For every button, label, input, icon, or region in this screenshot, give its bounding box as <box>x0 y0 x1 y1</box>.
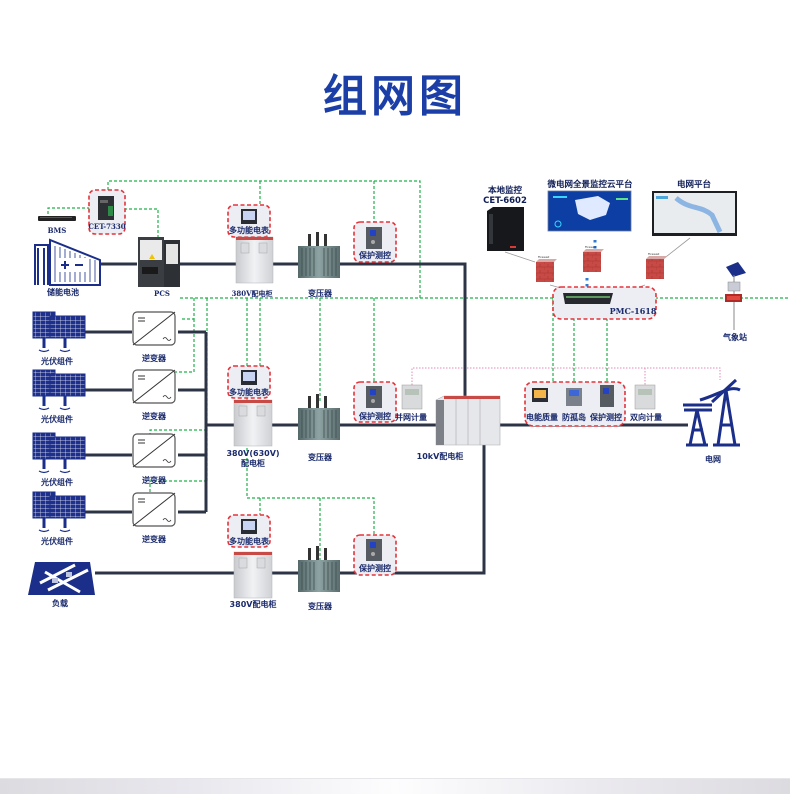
protection-relay-icon-hv[interactable] <box>600 385 614 407</box>
inverters <box>132 311 176 527</box>
protection-label-hv: 保护测控 <box>590 413 622 422</box>
bidirectional-meter-icon[interactable] <box>634 384 656 410</box>
cloud-platform-screen[interactable] <box>547 190 632 232</box>
inverter-icon-1[interactable] <box>132 311 176 346</box>
grid-meter-icon[interactable] <box>401 384 423 410</box>
pcs-label: PCS <box>154 289 170 298</box>
page-title: 组网图 <box>323 71 467 122</box>
firewall-icon-2[interactable]: Firewall <box>583 245 604 272</box>
local-monitor-pc-icon[interactable] <box>487 207 524 251</box>
inverter-label-1: 逆变器 <box>142 354 166 363</box>
power-quality-label: 电能质量 <box>526 413 558 422</box>
pv-module-label-4: 光伏组件 <box>41 537 73 546</box>
battery-label: 储能电池 <box>47 288 79 297</box>
pv-module-icon-2[interactable] <box>32 369 86 411</box>
inverter-label-4: 逆变器 <box>142 535 166 544</box>
pv-module-label-2: 光伏组件 <box>41 415 73 424</box>
weather-station-icon[interactable] <box>725 262 746 330</box>
transformer-label-1: 变压器 <box>308 289 332 298</box>
transformer-icon-1[interactable] <box>298 232 340 278</box>
cabinet-380v-label-2: 380V配电柜 <box>229 600 277 609</box>
load-label: 负载 <box>52 599 68 608</box>
cloud-platform-label: 微电网全景监控云平台 <box>547 180 633 190</box>
pv-module-icon-1[interactable] <box>32 311 86 353</box>
cabinet-630v-label-line1: 380V(630V) <box>226 449 280 458</box>
local-monitor-model: CET-6602 <box>483 196 527 206</box>
multi-meter-icon-3[interactable] <box>241 519 257 534</box>
grid-label: 电网 <box>705 455 721 464</box>
grid-meter-label: 并网计量 <box>395 413 427 422</box>
pv-module-label-3: 光伏组件 <box>41 478 73 487</box>
transformer-label-2: 变压器 <box>308 453 332 462</box>
gateway-pmc1618-icon[interactable] <box>563 293 613 304</box>
transformer-icon-3[interactable] <box>298 546 340 592</box>
cabinet-380v-icon-2[interactable] <box>233 551 273 599</box>
power-quality-icon[interactable] <box>532 388 548 402</box>
pv-module-icon-3[interactable] <box>32 432 86 474</box>
protection-relay-icon-3[interactable] <box>366 539 382 561</box>
transformer-label-3: 变压器 <box>308 602 332 611</box>
pv-modules <box>32 311 86 533</box>
inverter-icon-2[interactable] <box>132 369 176 404</box>
cabinet-380v-630v-icon[interactable] <box>233 399 273 447</box>
inverter-label-2: 逆变器 <box>142 412 166 421</box>
gateway-label: PMC-1618 <box>609 306 657 316</box>
firewall-label-3: Firewall <box>648 252 659 256</box>
multi-meter-label-3: 多功能电表 <box>229 537 269 546</box>
multi-meter-label-1: 多功能电表 <box>229 226 269 235</box>
bidirectional-meter-label: 双向计量 <box>630 413 662 422</box>
cet7330-device-icon[interactable] <box>98 196 114 220</box>
local-monitor-label: 本地监控 CET-6602 <box>483 186 527 206</box>
firewall-icon-1[interactable]: Firewall <box>536 255 557 282</box>
cloud-link <box>585 240 597 292</box>
firewall-icon-3[interactable]: Firewall <box>646 252 667 279</box>
multi-meter-icon-1[interactable] <box>241 209 257 224</box>
bms-label: BMS <box>47 226 67 235</box>
inverter-icon-4[interactable] <box>132 492 176 527</box>
cabinet-10kv-label: 10kV配电柜 <box>416 452 464 461</box>
protection-relay-icon-2[interactable] <box>366 386 382 408</box>
cet7330-label: CET-7330 <box>88 222 126 231</box>
bms-device-icon[interactable] <box>38 216 76 221</box>
metering-lines <box>411 367 721 385</box>
firewall-label-1: Firewall <box>538 255 549 259</box>
pv-module-icon-4[interactable] <box>32 491 86 533</box>
battery-icon[interactable] <box>34 238 101 286</box>
local-monitor-title: 本地监控 <box>487 186 522 196</box>
pv-module-label-1: 光伏组件 <box>41 357 73 366</box>
protection-relay-icon-1[interactable] <box>366 227 382 249</box>
anti-islanding-label: 防孤岛 <box>562 413 586 422</box>
cabinet-630v-label-line2: 配电柜 <box>241 459 265 468</box>
grid-platform-screen[interactable] <box>652 191 737 236</box>
multi-meter-label-2: 多功能电表 <box>229 388 269 397</box>
inverter-icon-3[interactable] <box>132 433 176 468</box>
load-icon[interactable] <box>28 562 95 595</box>
cabinet-630v-label: 380V(630V) 配电柜 <box>226 449 279 469</box>
transformer-icon-2[interactable] <box>298 394 340 440</box>
cabinet-10kv-icon[interactable] <box>435 395 501 446</box>
grid-platform-label: 电网平台 <box>676 180 712 190</box>
anti-islanding-icon[interactable] <box>566 388 582 406</box>
cabinet-380v-icon-1[interactable] <box>235 236 274 284</box>
comm-network-lines <box>47 180 790 560</box>
footer-bar <box>0 778 790 794</box>
protection-label-3: 保护测控 <box>359 564 391 573</box>
pcs-cabinet-icon[interactable] <box>138 237 180 287</box>
inverter-label-3: 逆变器 <box>142 476 166 485</box>
protection-label-2: 保护测控 <box>359 412 391 421</box>
firewall-label-2: Firewall <box>585 245 596 249</box>
multi-meter-icon-2[interactable] <box>241 370 257 385</box>
weather-station-label: 气象站 <box>723 333 747 342</box>
grid-tower-icon[interactable] <box>683 378 741 447</box>
cabinet-380v-label-1: 380V配电柜 <box>231 289 273 298</box>
protection-label-1: 保护测控 <box>359 251 391 260</box>
